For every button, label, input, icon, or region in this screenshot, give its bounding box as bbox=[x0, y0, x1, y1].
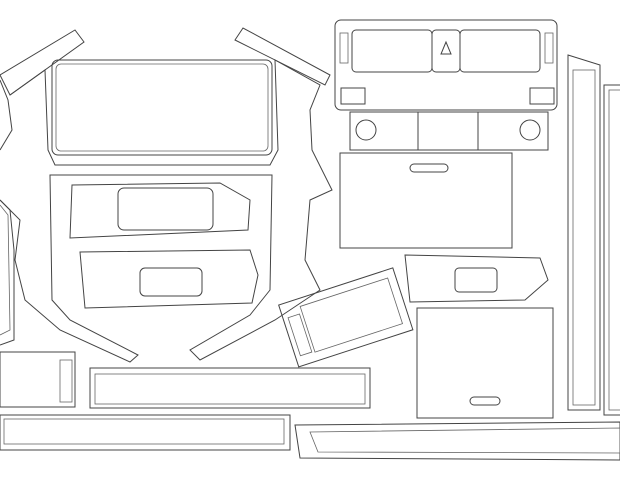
right-strip-piece bbox=[234, 27, 331, 86]
dash-frame-piece bbox=[0, 59, 333, 363]
right-vent-piece bbox=[404, 254, 549, 303]
left-strip-piece bbox=[0, 29, 85, 96]
climate-panel-piece bbox=[349, 111, 549, 151]
lower-right-panel-piece bbox=[416, 307, 554, 419]
tilted-panel-piece bbox=[278, 267, 414, 368]
center-panel-piece bbox=[339, 152, 513, 249]
vent-piece-upper bbox=[69, 182, 251, 239]
lower-left-trim bbox=[0, 351, 371, 451]
vertical-strip-pieces bbox=[567, 54, 620, 416]
vent-piece-lower bbox=[79, 249, 259, 309]
bottom-strip-piece bbox=[294, 421, 620, 461]
center-console-top bbox=[334, 19, 558, 111]
